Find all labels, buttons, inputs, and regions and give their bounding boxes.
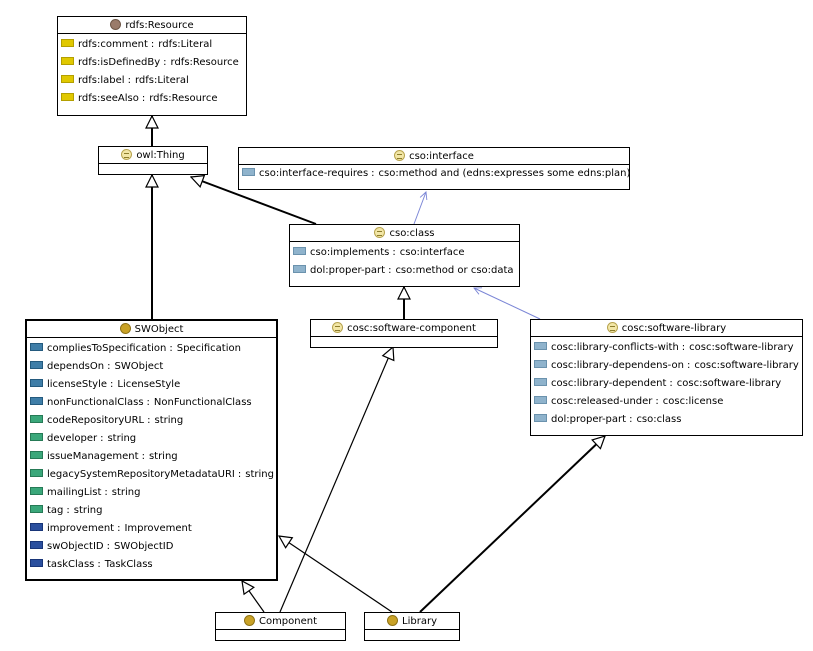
class-header: cosc:software-component	[311, 320, 497, 337]
property-row[interactable]: improvement:Improvement	[27, 520, 276, 538]
object-property-icon	[30, 343, 43, 351]
class-owl-thing[interactable]: owl:Thing	[98, 146, 208, 175]
property-row[interactable]: tag:string	[27, 502, 276, 520]
class-header: cso:interface	[239, 148, 629, 165]
inherit-library-swobject	[279, 536, 393, 613]
class-header: rdfs:Resource	[58, 17, 246, 34]
property-row[interactable]: dol:proper-part:cso:class	[531, 411, 802, 429]
property-row[interactable]: cosc:released-under:cosc:license	[531, 393, 802, 411]
annotation-property-icon	[61, 93, 74, 101]
property-list: compliesToSpecification:Specification de…	[27, 338, 276, 574]
property-row[interactable]: rdfs:seeAlso:rdfs:Resource	[58, 90, 246, 108]
owl-class-icon	[394, 150, 406, 161]
class-library[interactable]: Library	[364, 612, 460, 641]
property-row[interactable]: developer:string	[27, 430, 276, 448]
property-row[interactable]: issueManagement:string	[27, 448, 276, 466]
object-property-icon	[534, 342, 547, 350]
property-list: rdfs:comment:rdfs:Literal rdfs:isDefined…	[58, 34, 246, 108]
property-row[interactable]: nonFunctionalClass:NonFunctionalClass	[27, 394, 276, 412]
functional-property-icon	[30, 541, 43, 549]
property-row[interactable]: licenseStyle:LicenseStyle	[27, 376, 276, 394]
class-component[interactable]: Component	[215, 612, 346, 641]
class-cosc-software-library[interactable]: cosc:software-library cosc:library-confl…	[530, 319, 803, 436]
datatype-property-icon	[30, 433, 43, 441]
property-row[interactable]: dependsOn:SWObject	[27, 358, 276, 376]
property-row[interactable]: swObjectID:SWObjectID	[27, 538, 276, 556]
property-row[interactable]: legacySystemRepositoryMetadataURI:string	[27, 466, 276, 484]
class-header: cso:class	[290, 225, 519, 242]
object-property-icon	[30, 361, 43, 369]
inherit-library-softwarelibrary	[419, 436, 605, 613]
property-row[interactable]: cosc:library-conflicts-with:cosc:softwar…	[531, 339, 802, 357]
class-cosc-software-component[interactable]: cosc:software-component	[310, 319, 498, 348]
inherit-csoclass-thing	[191, 177, 317, 225]
class-header: owl:Thing	[99, 147, 207, 164]
class-cso-interface[interactable]: cso:interface cso:interface-requires:cso…	[238, 147, 630, 190]
class-cso-class[interactable]: cso:class cso:implements:cso:interface d…	[289, 224, 520, 287]
property-row[interactable]: mailingList:string	[27, 484, 276, 502]
annotation-property-icon	[61, 39, 74, 47]
property-row[interactable]: compliesToSpecification:Specification	[27, 340, 276, 358]
class-rdfs-resource[interactable]: rdfs:Resource rdfs:comment:rdfs:Literal …	[57, 16, 247, 116]
datatype-property-icon	[30, 415, 43, 423]
property-row[interactable]: taskClass:TaskClass	[27, 556, 276, 574]
object-property-icon	[30, 397, 43, 405]
property-row[interactable]: rdfs:isDefinedBy:rdfs:Resource	[58, 54, 246, 72]
object-property-icon	[293, 265, 306, 273]
property-list: cso:interface-requires:cso:method and (e…	[239, 165, 630, 183]
class-header: SWObject	[27, 321, 276, 338]
functional-property-icon	[30, 559, 43, 567]
property-row[interactable]: rdfs:comment:rdfs:Literal	[58, 36, 246, 54]
datatype-property-icon	[30, 451, 43, 459]
assoc-csoclass-interface	[413, 192, 426, 225]
object-property-icon	[534, 396, 547, 404]
owl-class-icon	[121, 149, 133, 160]
class-header: cosc:software-library	[531, 320, 802, 337]
property-list: cosc:library-conflicts-with:cosc:softwar…	[531, 337, 802, 429]
object-property-icon	[534, 378, 547, 386]
object-property-icon	[293, 247, 306, 255]
property-row[interactable]: codeRepositoryURL:string	[27, 412, 276, 430]
property-row[interactable]: cso:implements:cso:interface	[290, 244, 519, 262]
resource-class-icon	[110, 19, 122, 30]
datatype-property-icon	[30, 505, 43, 513]
object-property-icon	[534, 414, 547, 422]
property-row[interactable]: cso:interface-requires:cso:method and (e…	[239, 165, 630, 183]
inherit-component-swobject	[242, 581, 265, 613]
class-swobject[interactable]: SWObject compliesToSpecification:Specifi…	[25, 319, 278, 581]
class-icon	[243, 615, 255, 626]
class-header: Library	[365, 613, 459, 630]
property-list: cso:implements:cso:interface dol:proper-…	[290, 242, 519, 280]
owl-class-icon	[606, 322, 618, 333]
property-row[interactable]: cosc:library-dependens-on:cosc:software-…	[531, 357, 802, 375]
class-icon	[387, 615, 399, 626]
property-row[interactable]: cosc:library-dependent:cosc:software-lib…	[531, 375, 802, 393]
datatype-property-icon	[30, 487, 43, 495]
inherit-component-softwarecomponent	[279, 347, 393, 613]
object-property-icon	[534, 360, 547, 368]
annotation-property-icon	[61, 57, 74, 65]
property-row[interactable]: rdfs:label:rdfs:Literal	[58, 72, 246, 90]
object-property-icon	[242, 168, 255, 176]
functional-property-icon	[30, 523, 43, 531]
assoc-library-csoclass	[474, 288, 541, 320]
annotation-property-icon	[61, 75, 74, 83]
class-header: Component	[216, 613, 345, 630]
property-row[interactable]: dol:proper-part:cso:method or cso:data	[290, 262, 519, 280]
class-icon	[119, 323, 131, 334]
owl-class-icon	[374, 227, 386, 238]
object-property-icon	[30, 379, 43, 387]
owl-class-icon	[332, 322, 344, 333]
datatype-property-icon	[30, 469, 43, 477]
